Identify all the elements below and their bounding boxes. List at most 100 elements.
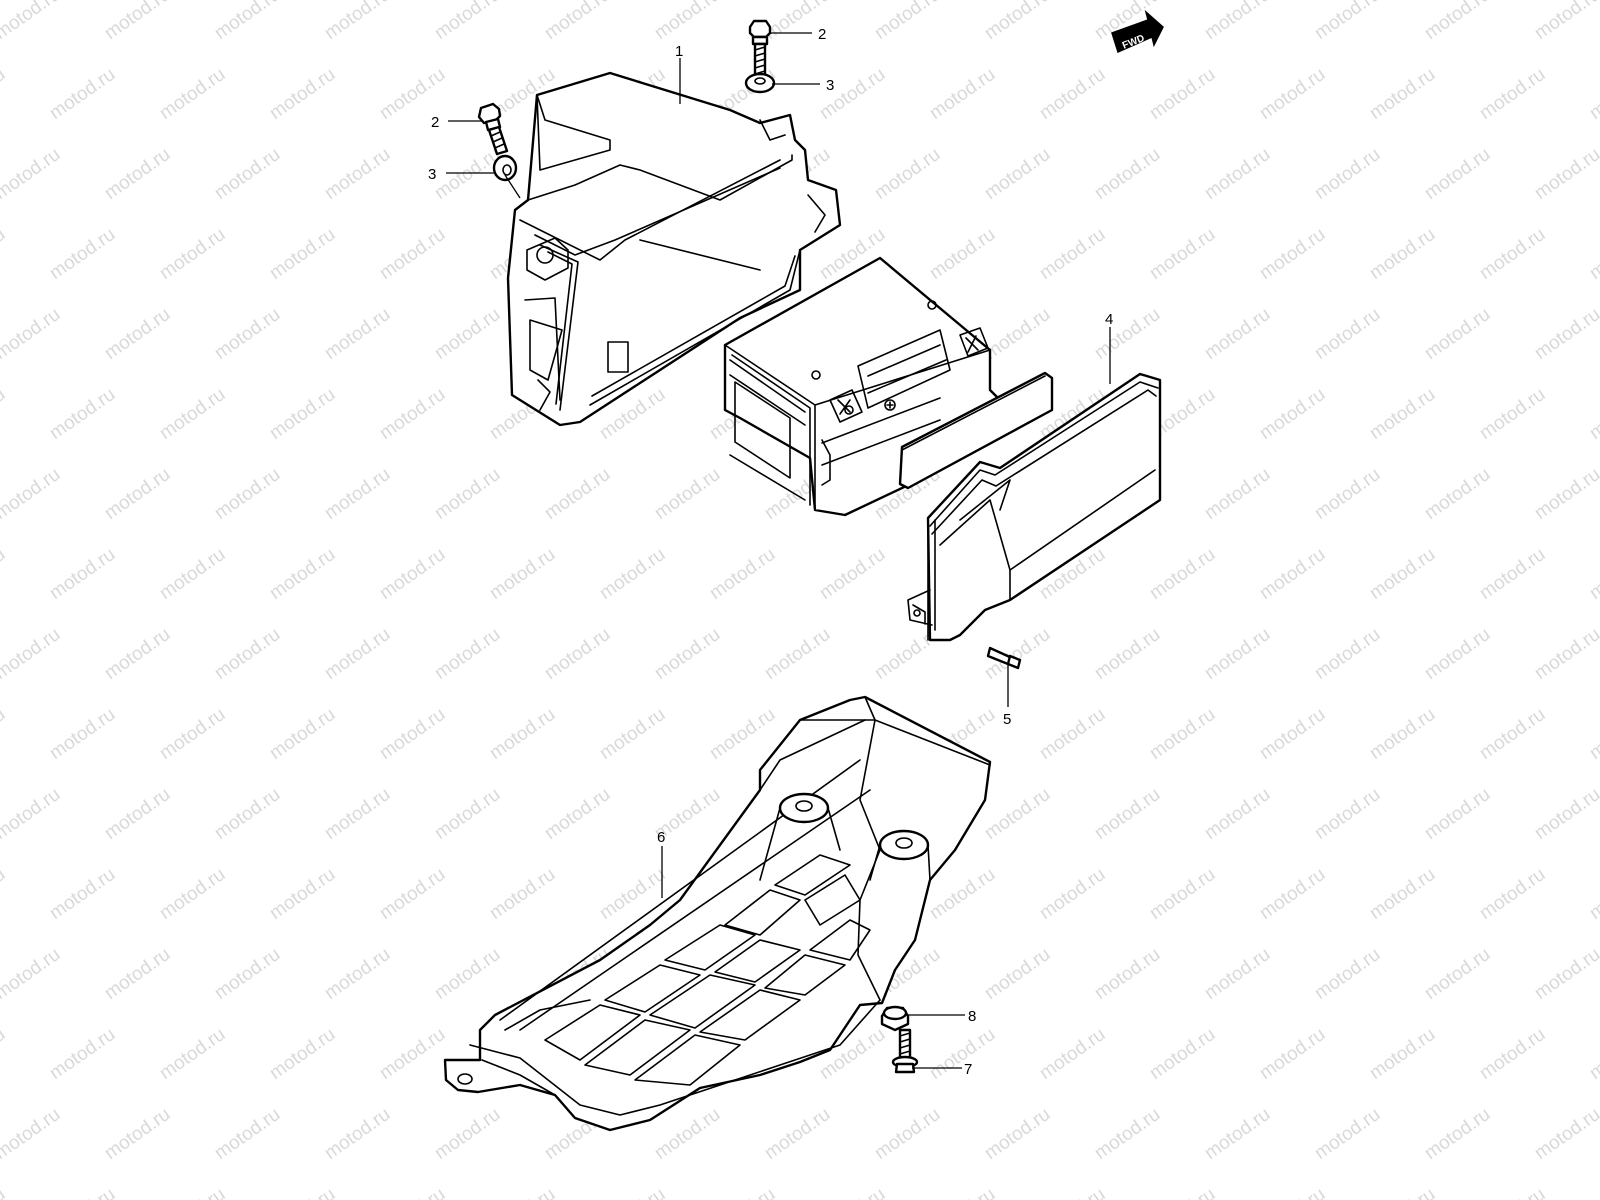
watermark-text: motod.ru [156,224,229,284]
watermark-text: motod.ru [431,944,504,1004]
watermark-text: motod.ru [1256,1024,1329,1084]
watermark-text: motod.ru [46,64,119,124]
watermark-text: motod.ru [1036,704,1109,764]
watermark-text: motod.ru [981,1104,1054,1164]
watermark-text: motod.ru [431,1104,504,1164]
watermark-text: motod.ru [321,0,394,44]
watermark-text: motod.ru [1201,304,1274,364]
watermark-text: motod.ru [321,144,394,204]
watermark-text: motod.ru [0,304,64,364]
callout-3-top: 3 [826,77,834,94]
watermark-text: motod.ru [46,224,119,284]
watermark-text: motod.ru [101,464,174,524]
watermark-text: motod.ru [706,544,779,604]
watermark-text: motod.ru [1586,1184,1600,1200]
watermark-text: motod.ru [431,144,504,204]
watermark-text: motod.ru [1256,64,1329,124]
watermark-text: motod.ru [1421,144,1494,204]
watermark-text: motod.ru [431,304,504,364]
watermark-text: motod.ru [761,1104,834,1164]
watermark-text: motod.ru [266,384,339,444]
watermark-text: motod.ru [0,384,9,444]
watermark-text: motod.ru [431,784,504,844]
watermark-text: motod.ru [486,864,559,924]
watermark-text: motod.ru [1586,224,1600,284]
watermark-text: motod.ru [486,1184,559,1200]
watermark-text: motod.ru [541,624,614,684]
watermark-text: motod.ru [1421,784,1494,844]
washer-left [492,154,518,182]
watermark-text: motod.ru [1366,1184,1439,1200]
watermark-text: motod.ru [1586,864,1600,924]
watermark-text: motod.ru [1036,864,1109,924]
watermark-text: motod.ru [1366,1024,1439,1084]
watermark-text: motod.ru [46,1024,119,1084]
battery-spacer [898,371,1054,490]
watermark-text: motod.ru [706,1184,779,1200]
watermark-text: motod.ru [1476,864,1549,924]
watermark-text: motod.ru [596,544,669,604]
watermark-text: motod.ru [1256,544,1329,604]
watermark-text: motod.ru [0,784,64,844]
watermark-text: motod.ru [321,304,394,364]
watermark-text: motod.ru [431,464,504,524]
watermark-text: motod.ru [926,1184,999,1200]
watermark-text: motod.ru [651,0,724,44]
watermark-text: motod.ru [1201,784,1274,844]
watermark-text: motod.ru [1036,64,1109,124]
watermark-text: motod.ru [1476,704,1549,764]
watermark-text: motod.ru [1531,784,1600,844]
watermark-text: motod.ru [46,704,119,764]
watermark-text: motod.ru [0,944,64,1004]
watermark-text: motod.ru [46,544,119,604]
watermark-text: motod.ru [1311,944,1384,1004]
watermark-text: motod.ru [816,1184,889,1200]
watermark-text: motod.ru [871,1104,944,1164]
watermark-text: motod.ru [706,704,779,764]
watermark-text: motod.ru [926,224,999,284]
watermark-text: motod.ru [1091,144,1164,204]
watermark-text: motod.ru [981,784,1054,844]
watermark-text: motod.ru [651,464,724,524]
watermark-text: motod.ru [46,384,119,444]
watermark-text: motod.ru [1586,384,1600,444]
watermark-text: motod.ru [101,0,174,44]
watermark-text: motod.ru [1091,784,1164,844]
watermark-text: motod.ru [0,144,64,204]
callout-2-top: 2 [818,26,826,43]
watermark-text: motod.ru [1146,864,1219,924]
watermark-text: motod.ru [1476,1024,1549,1084]
callout-5: 5 [1003,711,1011,728]
watermark-text: motod.ru [211,1104,284,1164]
watermark-text: motod.ru [1421,464,1494,524]
watermark-text: motod.ru [1476,224,1549,284]
watermark-text: motod.ru [486,704,559,764]
watermark-text: motod.ru [0,1184,9,1200]
watermark-text: motod.ru [156,1184,229,1200]
watermark-text: motod.ru [596,1184,669,1200]
watermark-text: motod.ru [1256,864,1329,924]
watermark-text: motod.ru [211,144,284,204]
watermark-text: motod.ru [1201,0,1274,44]
watermark-text: motod.ru [541,0,614,44]
watermark-text: motod.ru [266,224,339,284]
watermark-text: motod.ru [871,144,944,204]
watermark-text: motod.ru [1311,304,1384,364]
watermark-text: motod.ru [211,784,284,844]
watermark-text: motod.ru [46,1184,119,1200]
callout-7: 7 [964,1061,972,1078]
watermark-text: motod.ru [1476,1184,1549,1200]
watermark-text: motod.ru [871,0,944,44]
watermark-text: motod.ru [1531,304,1600,364]
watermark-text: motod.ru [1201,944,1274,1004]
watermark-text: motod.ru [1091,624,1164,684]
watermark-text: motod.ru [0,64,9,124]
watermark-text: motod.ru [816,544,889,604]
watermark-text: motod.ru [376,224,449,284]
watermark-text: motod.ru [981,944,1054,1004]
watermark-text: motod.ru [1586,704,1600,764]
washer-top [744,72,776,94]
watermark-text: motod.ru [541,464,614,524]
watermark-text: motod.ru [211,624,284,684]
watermark-text: motod.ru [1146,704,1219,764]
